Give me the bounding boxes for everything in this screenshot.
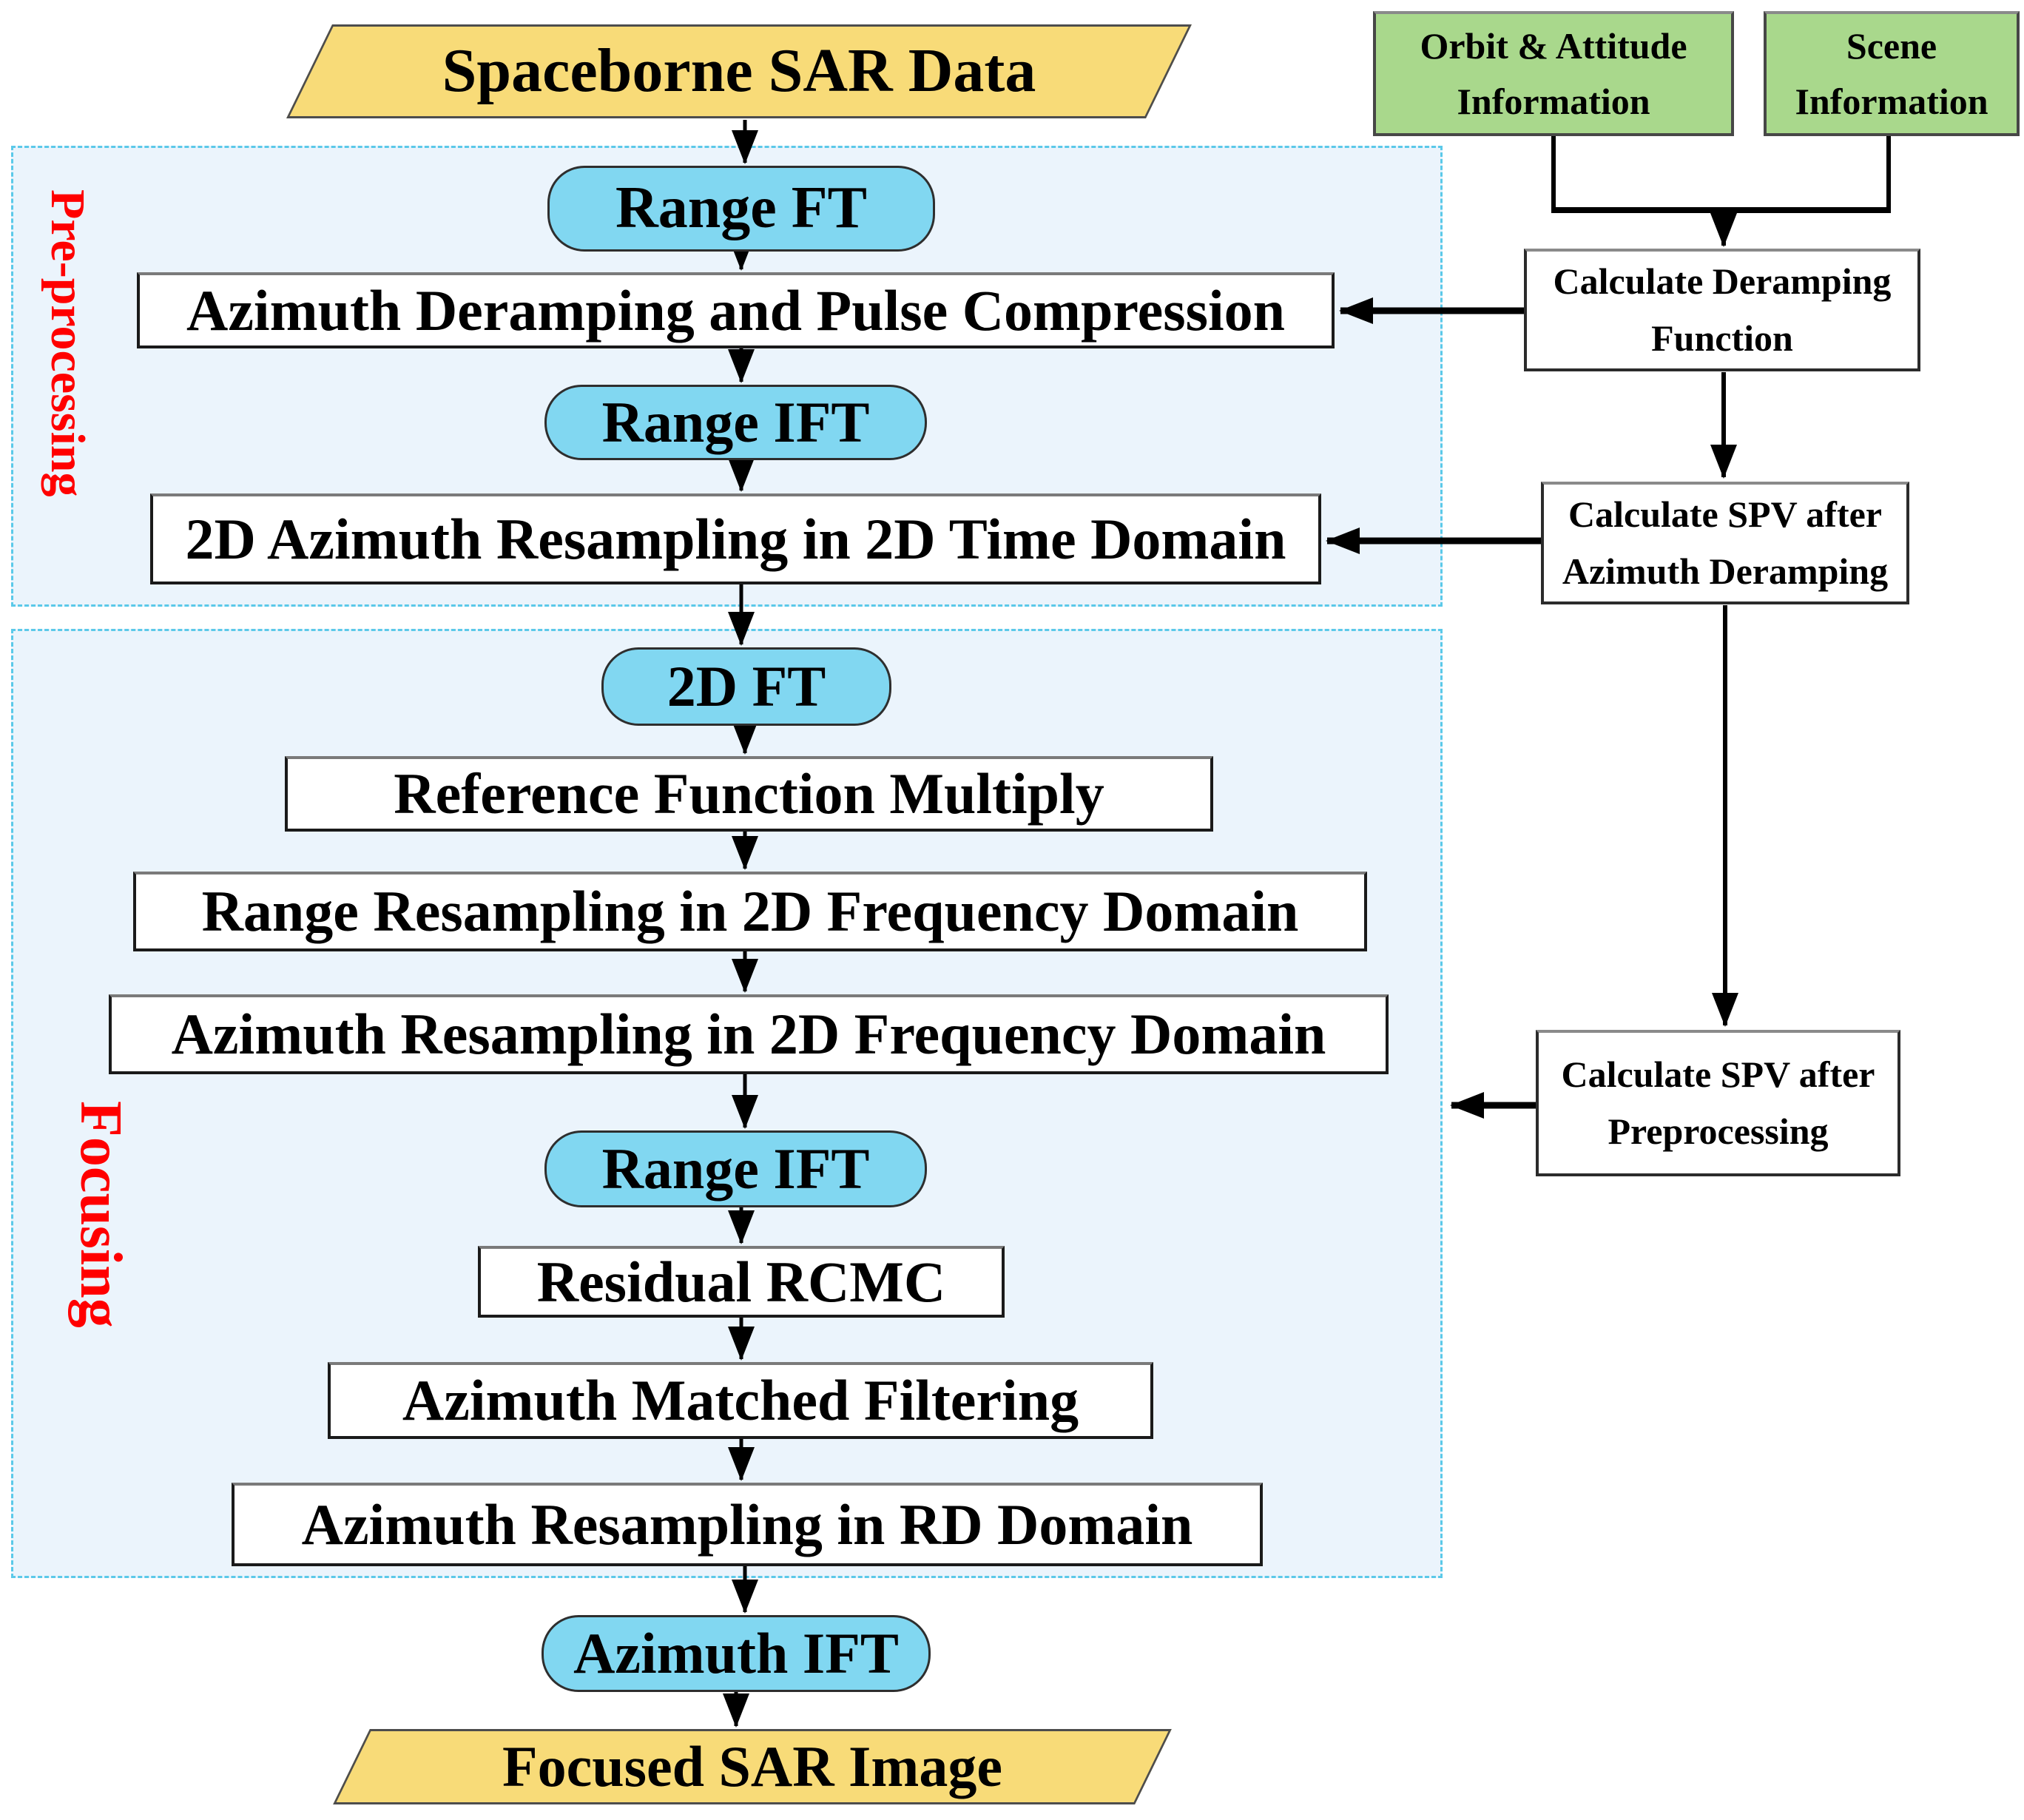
node-azimuth-ift: Azimuth IFT	[542, 1615, 931, 1692]
node-label: 2D FT	[667, 654, 826, 719]
node-azimuth-resampling-rd-domain: Azimuth Resampling in RD Domain	[232, 1483, 1263, 1566]
node-azimuth-resampling-2d-frequency-domain: Azimuth Resampling in 2D Frequency Domai…	[109, 994, 1389, 1074]
node-label: Azimuth Resampling in RD Domain	[301, 1492, 1193, 1557]
node-label: Spaceborne SAR Data	[442, 36, 1036, 106]
node-orbit-attitude-information: Orbit & Attitude Information	[1373, 11, 1734, 136]
node-label: Reference Function Multiply	[394, 761, 1104, 826]
node-label: Range FT	[615, 175, 867, 241]
node-residual-rcmc: Residual RCMC	[478, 1246, 1005, 1318]
node-calculate-spv-after-azimuth-deramping: Calculate SPV after Azimuth Deramping	[1541, 482, 1909, 604]
node-reference-function-multiply: Reference Function Multiply	[285, 756, 1213, 832]
node-label: Range IFT	[601, 390, 870, 455]
node-azimuth-deramping-pulse-compression: Azimuth Deramping and Pulse Compression	[137, 272, 1335, 348]
node-label: Azimuth Deramping and Pulse Compression	[186, 277, 1285, 343]
node-label: 2D Azimuth Resampling in 2D Time Domain	[185, 506, 1286, 571]
node-label: Calculate SPV after Preprocessing	[1561, 1053, 1875, 1153]
focusing-region-label: Focusing	[68, 1101, 133, 1328]
node-range-ft: Range FT	[547, 166, 935, 252]
node-label: Range Resampling in 2D Frequency Domain	[201, 879, 1299, 944]
node-label: Focused SAR Image	[502, 1734, 1002, 1799]
node-label: Range IFT	[601, 1136, 870, 1201]
node-label: Calculate SPV after Azimuth Deramping	[1562, 493, 1889, 593]
preprocessing-region-label: Pre-processing	[41, 189, 95, 497]
node-azimuth-matched-filtering: Azimuth Matched Filtering	[328, 1362, 1153, 1439]
node-scene-information: Scene Information	[1764, 11, 2020, 136]
node-label: Azimuth Matched Filtering	[402, 1368, 1079, 1433]
node-label: Azimuth Resampling in 2D Frequency Domai…	[171, 1002, 1326, 1067]
node-calculate-spv-after-preprocessing: Calculate SPV after Preprocessing	[1536, 1030, 1900, 1176]
node-label: Scene Information	[1795, 24, 1988, 122]
node-label: Orbit & Attitude Information	[1420, 24, 1687, 122]
node-range-resampling-2d-frequency-domain: Range Resampling in 2D Frequency Domain	[133, 872, 1367, 951]
node-focused-sar-image: Focused SAR Image	[329, 1729, 1175, 1804]
node-label: Calculate Deramping Function	[1553, 260, 1892, 360]
node-label: Azimuth IFT	[573, 1621, 899, 1686]
node-spaceborne-sar-data: Spaceborne SAR Data	[287, 24, 1191, 118]
node-range-ift-2: Range IFT	[544, 1130, 927, 1207]
node-2d-ft: 2D FT	[601, 647, 891, 726]
node-label: Residual RCMC	[536, 1249, 946, 1314]
node-2d-azimuth-resampling-2d-time-domain: 2D Azimuth Resampling in 2D Time Domain	[150, 493, 1321, 584]
node-range-ift-1: Range IFT	[544, 385, 927, 460]
node-calculate-deramping-function: Calculate Deramping Function	[1524, 249, 1920, 371]
